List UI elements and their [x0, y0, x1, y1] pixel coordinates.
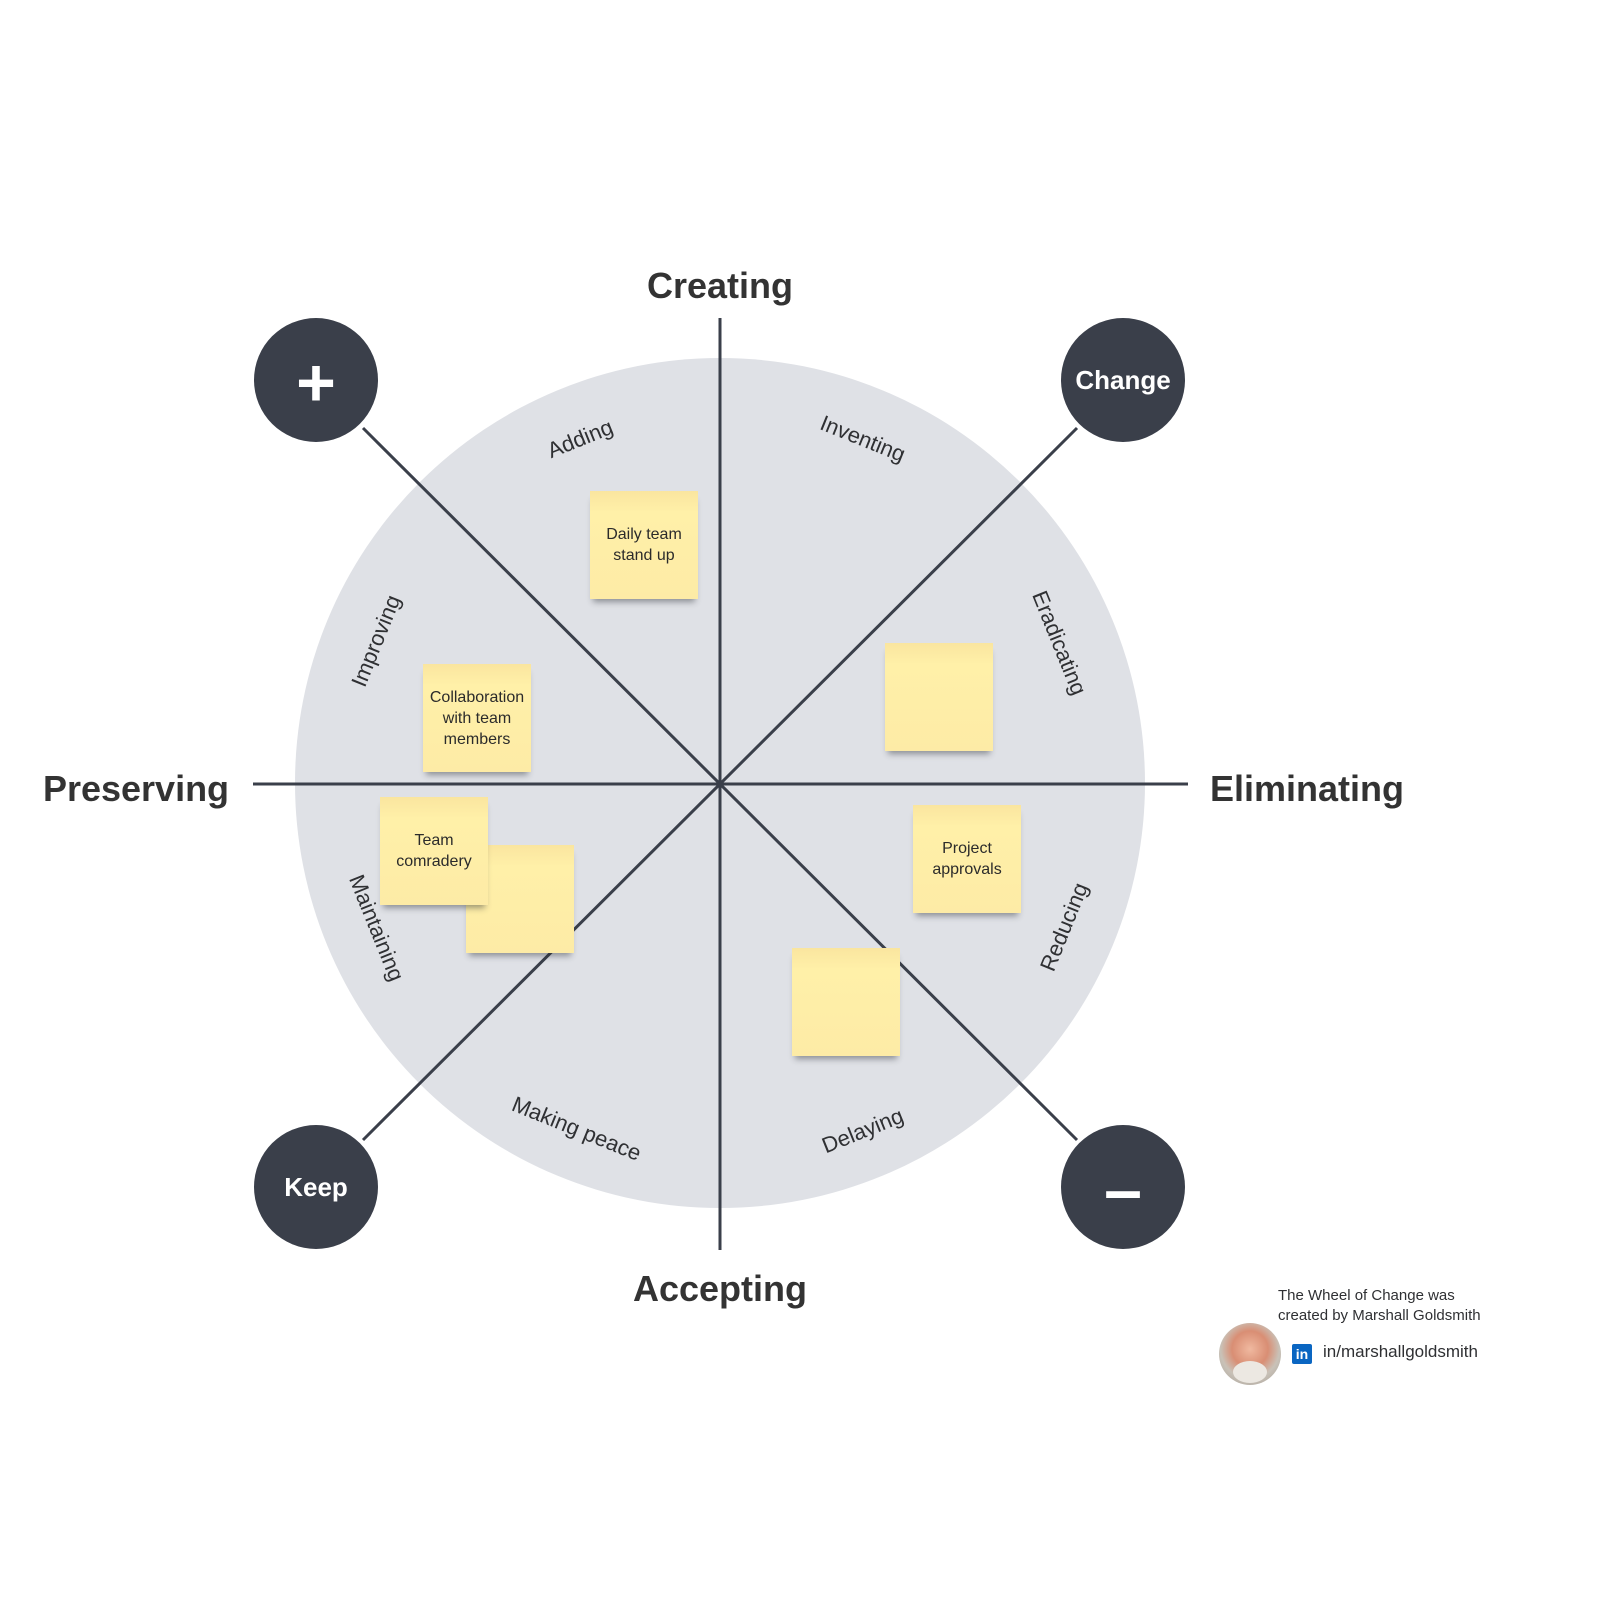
sticky-note[interactable]: Project approvals: [913, 805, 1021, 913]
author-avatar: [1219, 1323, 1281, 1385]
axis-label-preserving: Preserving: [42, 768, 230, 809]
linkedin-link[interactable]: in/marshallgoldsmith: [1323, 1342, 1478, 1361]
credit-text: The Wheel of Change was created by Marsh…: [1278, 1286, 1481, 1326]
plus-icon: +: [296, 345, 336, 421]
minus-icon: –: [1104, 1152, 1142, 1228]
credit-line-1: The Wheel of Change was: [1278, 1287, 1455, 1304]
change-node: Change: [1061, 318, 1185, 442]
plus-node: +: [254, 318, 378, 442]
change-label: Change: [1075, 364, 1171, 395]
sticky-note[interactable]: [792, 948, 900, 1056]
sticky-note[interactable]: Collaboration with team members: [423, 664, 531, 772]
axis-label-creating: Creating: [646, 265, 794, 306]
credit-line-2: created by Marshall Goldsmith: [1278, 1307, 1481, 1324]
keep-label: Keep: [284, 1171, 348, 1202]
axis-label-eliminating: Eliminating: [1209, 768, 1405, 809]
sticky-note[interactable]: Team comradery: [380, 797, 488, 905]
minus-node: –: [1061, 1125, 1185, 1249]
diagonal-line-change-keep: [361, 426, 1079, 1142]
sticky-note[interactable]: [885, 643, 993, 751]
keep-node: Keep: [254, 1125, 378, 1249]
sticky-note[interactable]: Daily team stand up: [590, 491, 698, 599]
axis-label-accepting: Accepting: [632, 1268, 808, 1309]
linkedin-icon[interactable]: in: [1292, 1344, 1312, 1364]
